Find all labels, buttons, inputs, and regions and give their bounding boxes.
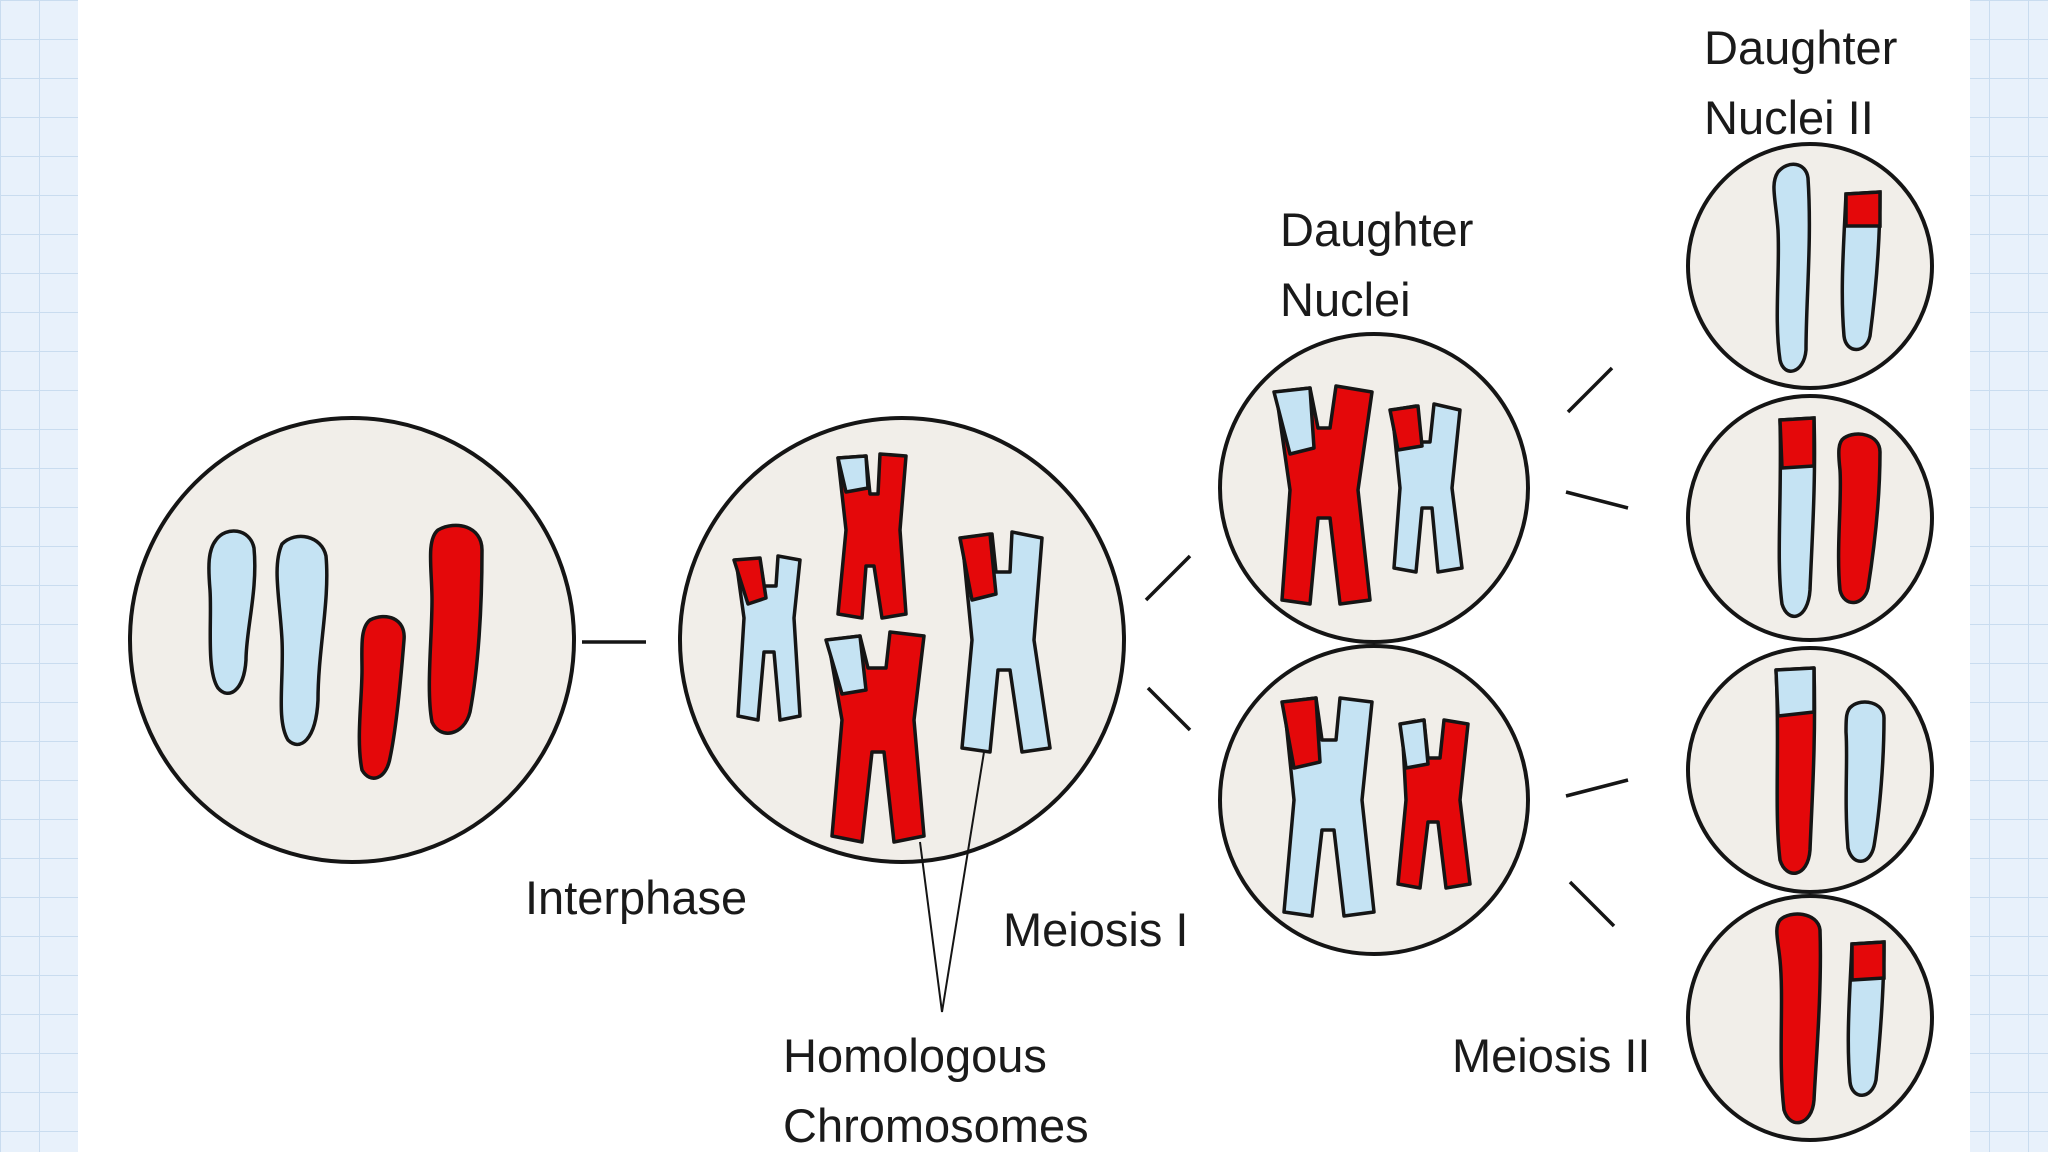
chromosome-red-short: [357, 614, 406, 780]
daughter-nucleus-ii-3: [1686, 646, 1934, 894]
chromosome-red-x-top: [836, 452, 908, 620]
daughter-nuclei-label-line1: Daughter: [1280, 203, 1473, 256]
daughter-nucleus-ii-1: [1686, 142, 1934, 390]
chromosome-blue-x-daughter-b-cap: [1280, 696, 1322, 770]
chromosome-red-x-top-cap: [836, 454, 870, 494]
homologous-label-line1: Homologous: [783, 1029, 1047, 1082]
meiosis-2-label: Meiosis II: [1452, 1029, 1651, 1082]
connector-meiosis2-4: [1568, 880, 1616, 928]
connector-meiosis1-up: [1144, 554, 1192, 602]
chromosome-blue-short: [207, 529, 257, 695]
daughter-nucleus-ii-4: [1686, 894, 1934, 1142]
chromosome-blue-long-ii1: [1772, 162, 1812, 373]
chromosome-red-x-center-cap: [824, 634, 868, 696]
daughter-nuclei-label-line2: Nuclei: [1280, 273, 1411, 326]
meiosis-1-label: Meiosis I: [1003, 903, 1188, 956]
chromosome-red-short-ii2: [1836, 432, 1882, 605]
connector-meiosis2-2: [1565, 490, 1629, 510]
homologous-pointer: [919, 751, 985, 1013]
homologous-label-line2: Chromosomes: [783, 1099, 1089, 1152]
chromosome-red-x-daughter-b-cap: [1398, 718, 1430, 770]
chromosome-blue-x-left-cap: [732, 556, 768, 606]
chromosome-red-long: [427, 523, 484, 735]
interphase-label: Interphase: [525, 871, 747, 924]
chromosome-blue-x-daughter-a-cap: [1388, 404, 1424, 452]
daughter-nuclei-2-label-line1: Daughter: [1704, 21, 1897, 74]
chromosome-red-x-daughter-a-cap: [1272, 386, 1316, 456]
daughter-nuclei-2-label-line2: Nuclei II: [1704, 91, 1874, 144]
chromosome-blue-x-right-cap: [958, 532, 998, 602]
chromosome-blue-cap-ii3: [1774, 666, 1816, 718]
homologous-cell: [678, 416, 1126, 864]
chromosome-blue-short-ii3: [1844, 700, 1886, 863]
connector-meiosis1-down: [1146, 686, 1192, 732]
chromosome-red-long-ii4: [1775, 912, 1823, 1125]
chromosome-red-long-ii3: [1774, 666, 1817, 876]
daughter-nucleus-b: [1218, 644, 1530, 956]
daughter-nucleus-a: [1218, 332, 1530, 644]
chromosome-blue-short-ii1: [1840, 190, 1882, 352]
chromosome-red-cap-ii2: [1778, 416, 1816, 470]
interphase-cell: [128, 416, 576, 864]
chromosome-red-cap-ii4: [1850, 940, 1886, 982]
chromosome-red-cap-ii1: [1844, 190, 1882, 228]
daughter-nucleus-ii-2: [1686, 394, 1934, 642]
connector-meiosis2-1: [1566, 366, 1614, 414]
connector-meiosis2-3: [1565, 778, 1629, 798]
chromosome-blue-long: [275, 534, 329, 747]
